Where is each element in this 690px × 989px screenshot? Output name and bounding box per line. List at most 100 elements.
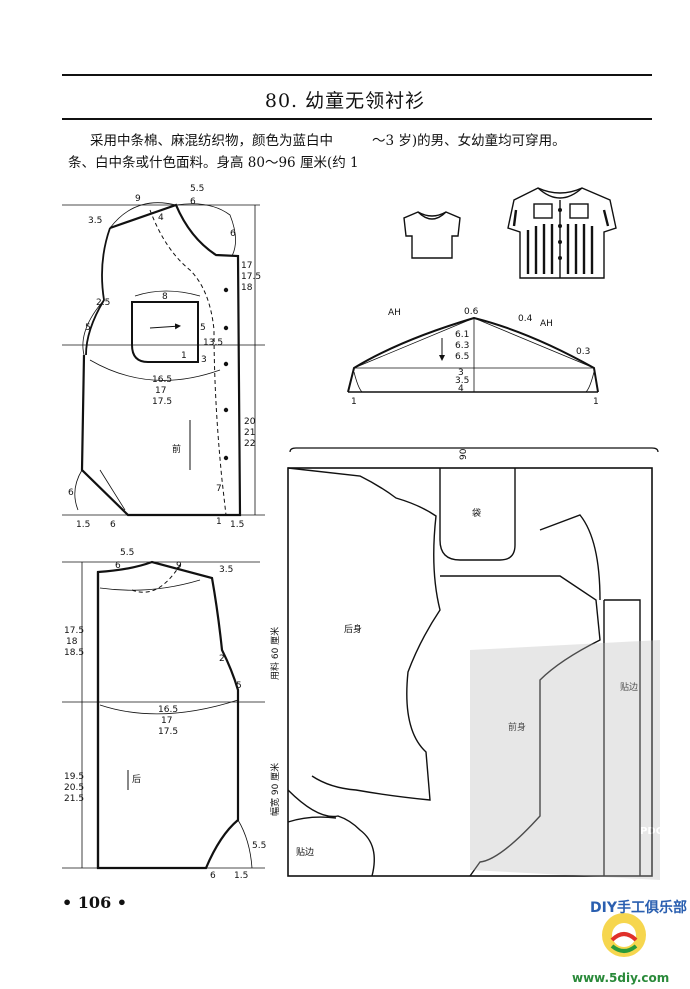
- svg-text:5: 5: [200, 323, 206, 333]
- svg-text:3: 3: [458, 368, 464, 378]
- svg-text:18.5: 18.5: [64, 648, 84, 658]
- shirt-front-sketch: [507, 187, 617, 279]
- svg-text:22: 22: [244, 439, 255, 449]
- back-labels: 5.5 6 9 3.5 17.5 18 18.5 2 5 16.5 17 17.…: [64, 548, 266, 881]
- svg-text:5: 5: [85, 323, 91, 333]
- svg-text:幅宽 90 厘米: 幅宽 90 厘米: [269, 763, 281, 816]
- svg-text:前身: 前身: [508, 721, 526, 733]
- layout-facing-left: [287, 789, 375, 877]
- intro-right: ～3 岁)的男、女幼童均可穿用。: [372, 133, 566, 149]
- top-rule: [62, 74, 652, 76]
- svg-text:16.5: 16.5: [158, 705, 178, 715]
- svg-text:6: 6: [190, 197, 196, 207]
- svg-text:1.5: 1.5: [234, 871, 248, 881]
- svg-text:6: 6: [68, 488, 74, 498]
- svg-text:6.5: 6.5: [455, 352, 469, 362]
- front-labels: 9 5.5 6 3.5 4 2.5 5 6 17 17.5 18 8 5 13.…: [68, 184, 261, 530]
- svg-text:5.5: 5.5: [190, 184, 204, 194]
- svg-text:21: 21: [244, 428, 255, 438]
- svg-text:19.5: 19.5: [64, 772, 84, 782]
- svg-text:17.5: 17.5: [64, 626, 84, 636]
- svg-text:www.5diy.com: www.5diy.com: [572, 971, 669, 985]
- svg-text:3.5: 3.5: [455, 376, 469, 386]
- back-direction-label: 后: [132, 774, 141, 785]
- svg-text:DIY手工俱乐部: DIY手工俱乐部: [590, 899, 687, 916]
- svg-text:18: 18: [241, 283, 253, 293]
- svg-text:2.5: 2.5: [96, 298, 110, 308]
- sleeve-labels: AH AH 0.6 0.4 0.3 6.1 6.3 6.5 3 3.5 4 1 …: [351, 307, 599, 407]
- svg-text:6: 6: [110, 520, 116, 530]
- svg-text:贴边: 贴边: [296, 846, 314, 858]
- svg-text:0.6: 0.6: [464, 307, 479, 317]
- front-outline: [80, 203, 242, 517]
- svg-text:16.5: 16.5: [152, 375, 172, 385]
- layout-pocket: [439, 468, 516, 561]
- svg-text:0.3: 0.3: [576, 347, 590, 357]
- intro-line-2: 条、白中条或什色面料。身高 80～96 厘米(约 1: [68, 155, 359, 171]
- front-pattern: [62, 202, 265, 517]
- svg-text:90: 90: [459, 448, 469, 460]
- page-number: • 106 •: [62, 893, 127, 912]
- intro-line-1: 采用中条棉、麻混纺织物，颜色为蓝白中: [90, 133, 333, 149]
- svg-text:9: 9: [176, 561, 182, 571]
- svg-text:袋: 袋: [472, 507, 481, 519]
- svg-text:18: 18: [66, 637, 78, 647]
- svg-text:1.5: 1.5: [230, 520, 244, 530]
- front-direction-label: 前: [172, 443, 181, 455]
- back-pattern: [62, 560, 265, 870]
- front-pocket: [131, 301, 199, 363]
- title-rule: [62, 118, 652, 120]
- svg-text:17.5: 17.5: [158, 727, 178, 737]
- svg-text:0.4: 0.4: [518, 314, 533, 324]
- svg-text:8: 8: [162, 292, 168, 302]
- fabric-layout: [287, 447, 659, 877]
- svg-text:21.5: 21.5: [64, 794, 84, 804]
- svg-text:3.5: 3.5: [88, 216, 102, 226]
- layout-front: [440, 575, 601, 877]
- back-outline: [96, 560, 240, 870]
- layout-facing-right: [603, 599, 641, 876]
- intro-left: 采用中条棉、麻混纺织物，颜色为蓝白中 条、白中条或什色面料。身高 80～96 厘…: [68, 130, 370, 174]
- front-neck-dashed: [149, 209, 227, 516]
- svg-text:4: 4: [158, 213, 164, 223]
- svg-text:20.5: 20.5: [64, 783, 84, 793]
- sleeve-pattern: [347, 316, 599, 393]
- layout-labels: 90 后身 袋 前身 贴边 贴边 用料 60 厘米 幅宽 90 厘米: [269, 448, 638, 858]
- svg-text:5.5: 5.5: [120, 548, 134, 558]
- svg-text:6: 6: [230, 229, 236, 239]
- svg-text:6: 6: [115, 561, 121, 571]
- svg-text:用料 60 厘米: 用料 60 厘米: [269, 627, 281, 680]
- svg-text:6.3: 6.3: [455, 341, 469, 351]
- svg-text:4: 4: [458, 384, 464, 394]
- svg-text:17: 17: [155, 386, 166, 396]
- svg-text:1: 1: [593, 397, 599, 407]
- svg-text:17: 17: [161, 716, 172, 726]
- svg-text:5: 5: [236, 681, 242, 691]
- svg-text:17.5: 17.5: [241, 272, 261, 282]
- svg-text:7: 7: [216, 484, 222, 494]
- front-armhole: [85, 227, 111, 356]
- svg-text:20: 20: [244, 417, 256, 427]
- svg-text:1: 1: [181, 351, 187, 361]
- svg-text:3.5: 3.5: [219, 565, 233, 575]
- svg-text:3: 3: [201, 355, 207, 365]
- svg-text:后身: 后身: [344, 623, 362, 635]
- svg-text:5.5: 5.5: [252, 841, 266, 851]
- svg-text:AH: AH: [540, 319, 553, 329]
- svg-text:13.5: 13.5: [203, 338, 223, 348]
- svg-text:1: 1: [351, 397, 357, 407]
- front-buttons: [223, 287, 229, 461]
- site-logo: DIY手工俱乐部 www.5diy.com: [572, 899, 687, 985]
- svg-text:贴边: 贴边: [620, 681, 638, 693]
- shirt-back-sketch: [403, 211, 461, 259]
- svg-text:6.1: 6.1: [455, 330, 469, 340]
- svg-text:1.5: 1.5: [76, 520, 90, 530]
- layout-back: [287, 467, 441, 801]
- svg-text:AH: AH: [388, 308, 401, 318]
- svg-text:17.5: 17.5: [152, 397, 172, 407]
- svg-text:PDG: PDG: [640, 826, 664, 837]
- watermark-stamp: PDG: [470, 640, 664, 880]
- svg-text:6: 6: [210, 871, 216, 881]
- svg-text:1: 1: [216, 517, 222, 527]
